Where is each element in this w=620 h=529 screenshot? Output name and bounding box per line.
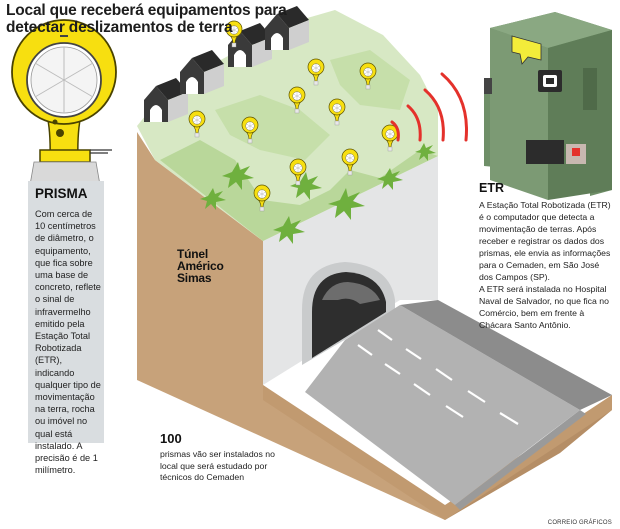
credit: CORREIO GRÁFICOS — [547, 520, 612, 526]
road-curb — [455, 410, 586, 510]
tunnel-label-line-1: Túnel — [177, 247, 208, 261]
etr-description: A Estação Total Robotizada (ETR) é o com… — [479, 199, 615, 331]
house-icon — [180, 50, 224, 94]
title-line-2: detectar deslizamentos de terra — [6, 19, 233, 36]
large-prism-icon — [11, 19, 117, 186]
road — [305, 305, 580, 505]
prism-count: 100 — [160, 431, 182, 446]
soil-front-strip — [263, 385, 612, 520]
etr-paragraph-2: A ETR será instalada no Hospital Naval d… — [479, 284, 609, 330]
etr-heading: ETR — [479, 181, 504, 195]
tunnel-inner-light — [322, 282, 380, 304]
prisma-description: Com cerca de 10 centímetros de diâmetro,… — [35, 209, 101, 476]
title-line-1: Local que receberá equipamentos para — [6, 2, 287, 19]
signal-waves-icon — [390, 72, 468, 142]
prisma-heading: PRISMA — [35, 186, 88, 201]
grass-patch — [215, 95, 330, 160]
bushes — [200, 143, 436, 244]
grass-patch — [160, 140, 438, 241]
prisma-info-box — [28, 181, 104, 443]
tunnel-label: Túnel Américo Simas — [177, 248, 224, 284]
road-shoulder — [400, 300, 612, 410]
etr-device-icon — [484, 12, 612, 200]
page-title: Local que receberá equipamentos para det… — [6, 2, 296, 36]
etr-paragraph-1: A Estação Total Robotizada (ETR) é o com… — [479, 200, 611, 282]
road-markings — [357, 329, 519, 425]
tunnel-label-line-2: Américo — [177, 259, 224, 273]
soil-front-face — [137, 132, 445, 520]
tunnel-label-line-3: Simas — [177, 271, 212, 285]
prism-count-description: prismas vão ser instalados no local que … — [160, 449, 275, 482]
